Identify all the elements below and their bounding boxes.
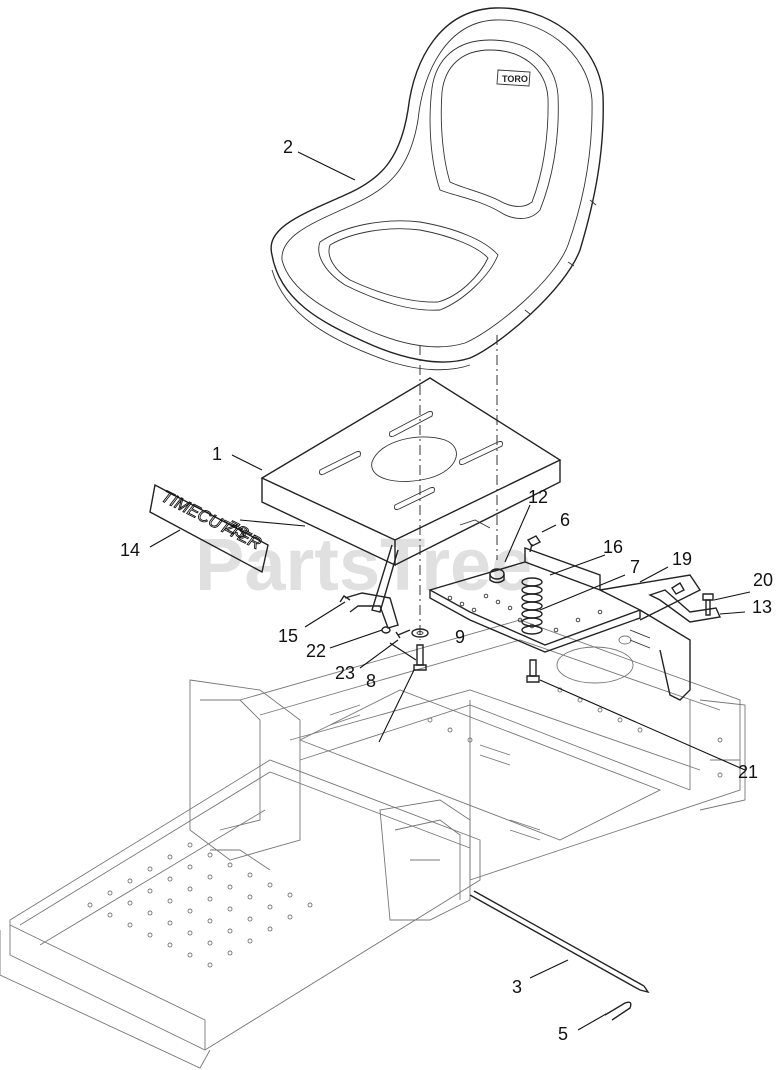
part-3-pin-rod	[469, 890, 650, 994]
part-19-rear-bracket	[599, 574, 702, 701]
callout-19: 19	[672, 549, 692, 569]
part-5-hairpin-clip	[604, 1001, 632, 1021]
callout-23: 23	[335, 663, 355, 683]
callout-5: 5	[558, 1024, 568, 1044]
part-22-washer	[381, 626, 391, 634]
part-19-bolt	[671, 582, 685, 595]
part-23-bolt	[395, 629, 411, 639]
part-13-bracket	[648, 589, 722, 623]
part-1-seat-pan	[260, 377, 562, 613]
callout-6: 7	[630, 557, 640, 577]
callout-2: 2	[283, 137, 293, 157]
part-15-latch	[339, 592, 399, 629]
callout-7: 6	[560, 510, 570, 530]
part-6-spring	[521, 577, 543, 635]
part-2-seat: TORO	[270, 7, 604, 371]
part-7-bolt	[526, 535, 542, 553]
callout-12: 12	[528, 487, 548, 507]
part-12-nut	[489, 568, 505, 584]
leader-lines	[149, 151, 751, 1031]
callout-16: 16	[603, 537, 623, 557]
callout-13: 13	[752, 597, 772, 617]
callout-9: 9	[455, 627, 465, 647]
callout-1: 1	[212, 444, 222, 464]
seat-brand-label: TORO	[502, 74, 528, 84]
callout-21: 21	[738, 762, 758, 782]
callout-8: 8	[366, 671, 376, 691]
part-8-washer	[411, 628, 429, 638]
callout-20: 20	[753, 570, 773, 590]
callout-labels: 2 1 14 12 6 16 7 19 20 13 15 22 9 23 8 2…	[120, 137, 773, 1044]
callout-3: 3	[512, 977, 522, 997]
part-9-bolt	[413, 644, 427, 671]
callout-14: 14	[120, 540, 140, 560]
mower-frame	[0, 619, 746, 1069]
part-21-bolt	[526, 659, 540, 683]
part-20-bolt	[702, 593, 714, 616]
callout-15: 15	[278, 626, 298, 646]
callout-22: 22	[306, 641, 326, 661]
